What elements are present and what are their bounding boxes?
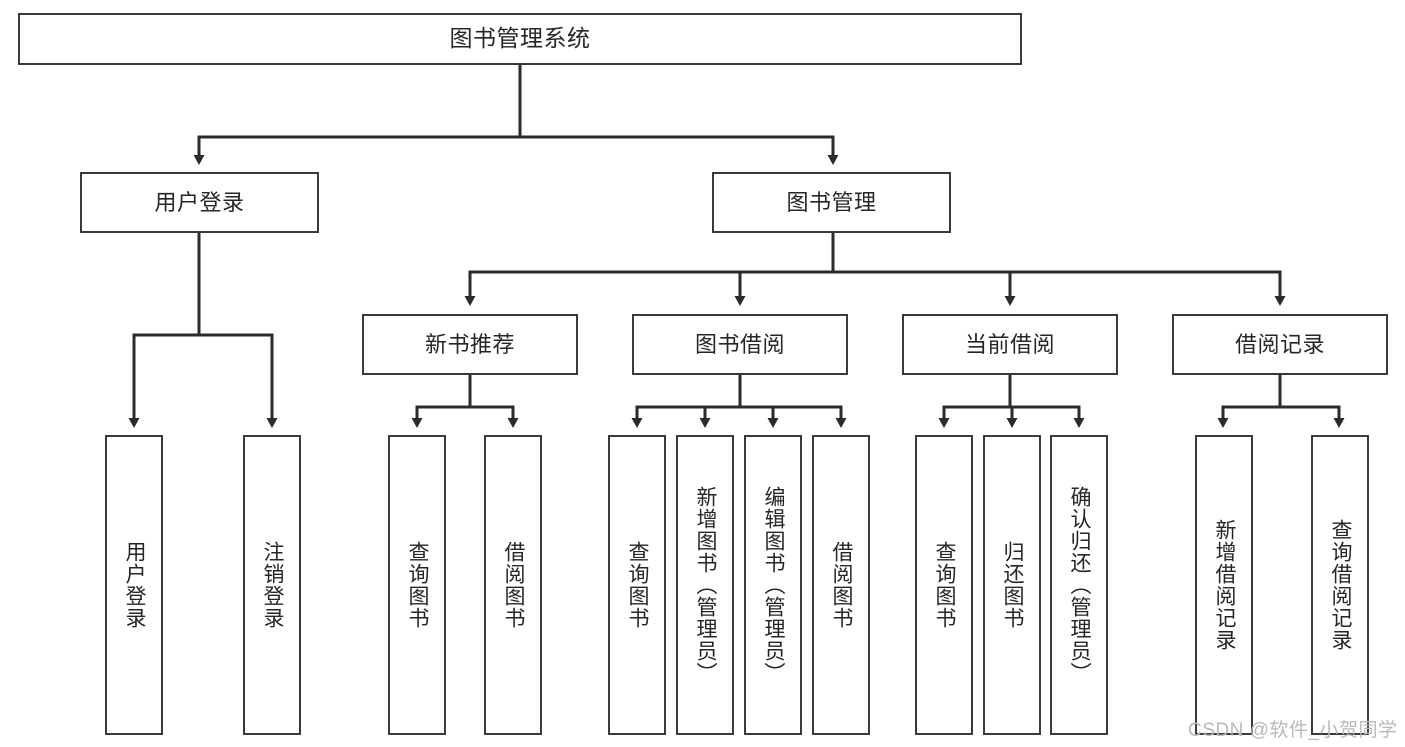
node-leaf-logout[interactable]: 注销登录 [243, 435, 301, 735]
node-leaf-query-book-2-label: 查询图书 [626, 541, 650, 629]
node-borrow-record-label: 借阅记录 [1234, 331, 1325, 357]
node-leaf-return-book-label: 归还图书 [1001, 541, 1025, 629]
node-root[interactable]: 图书管理系统 [18, 13, 1022, 65]
node-leaf-borrow-book-2[interactable]: 借阅图书 [812, 435, 870, 735]
node-user-login-label: 用户登录 [154, 189, 245, 215]
node-book-borrow-label: 图书借阅 [694, 331, 785, 357]
node-leaf-edit-book-label: 编辑图书（管理员） [762, 486, 786, 684]
node-leaf-edit-book[interactable]: 编辑图书（管理员） [744, 435, 802, 735]
node-user-login[interactable]: 用户登录 [80, 172, 319, 233]
node-new-book-recommend[interactable]: 新书推荐 [362, 314, 578, 375]
node-new-book-recommend-label: 新书推荐 [424, 331, 515, 357]
node-leaf-add-record-label: 新增借阅记录 [1213, 519, 1237, 651]
node-leaf-add-book-label: 新增图书（管理员） [694, 486, 718, 684]
node-leaf-query-book-2[interactable]: 查询图书 [608, 435, 666, 735]
node-leaf-confirm-return-label: 确认归还（管理员） [1068, 486, 1092, 684]
node-leaf-query-book-1[interactable]: 查询图书 [388, 435, 446, 735]
node-leaf-add-record[interactable]: 新增借阅记录 [1195, 435, 1253, 735]
node-current-borrow[interactable]: 当前借阅 [902, 314, 1118, 375]
node-leaf-query-record[interactable]: 查询借阅记录 [1311, 435, 1369, 735]
node-root-label: 图书管理系统 [449, 25, 591, 52]
node-current-borrow-label: 当前借阅 [964, 331, 1055, 357]
node-leaf-add-book[interactable]: 新增图书（管理员） [676, 435, 734, 735]
node-book-manage-label: 图书管理 [786, 189, 877, 215]
node-leaf-confirm-return[interactable]: 确认归还（管理员） [1050, 435, 1108, 735]
watermark-text: CSDN @软件_小贺同学 [1188, 720, 1398, 741]
node-book-manage[interactable]: 图书管理 [712, 172, 951, 233]
node-leaf-user-login[interactable]: 用户登录 [105, 435, 163, 735]
node-leaf-user-login-label: 用户登录 [123, 541, 147, 629]
node-leaf-borrow-book-1-label: 借阅图书 [502, 541, 526, 629]
node-borrow-record[interactable]: 借阅记录 [1172, 314, 1388, 375]
node-leaf-query-book-1-label: 查询图书 [406, 541, 430, 629]
node-leaf-borrow-book-1[interactable]: 借阅图书 [484, 435, 542, 735]
node-leaf-query-book-3[interactable]: 查询图书 [915, 435, 973, 735]
node-leaf-logout-label: 注销登录 [261, 541, 285, 629]
node-leaf-return-book[interactable]: 归还图书 [983, 435, 1041, 735]
node-leaf-query-record-label: 查询借阅记录 [1329, 519, 1353, 651]
node-leaf-borrow-book-2-label: 借阅图书 [830, 541, 854, 629]
node-leaf-query-book-3-label: 查询图书 [933, 541, 957, 629]
node-book-borrow[interactable]: 图书借阅 [632, 314, 848, 375]
